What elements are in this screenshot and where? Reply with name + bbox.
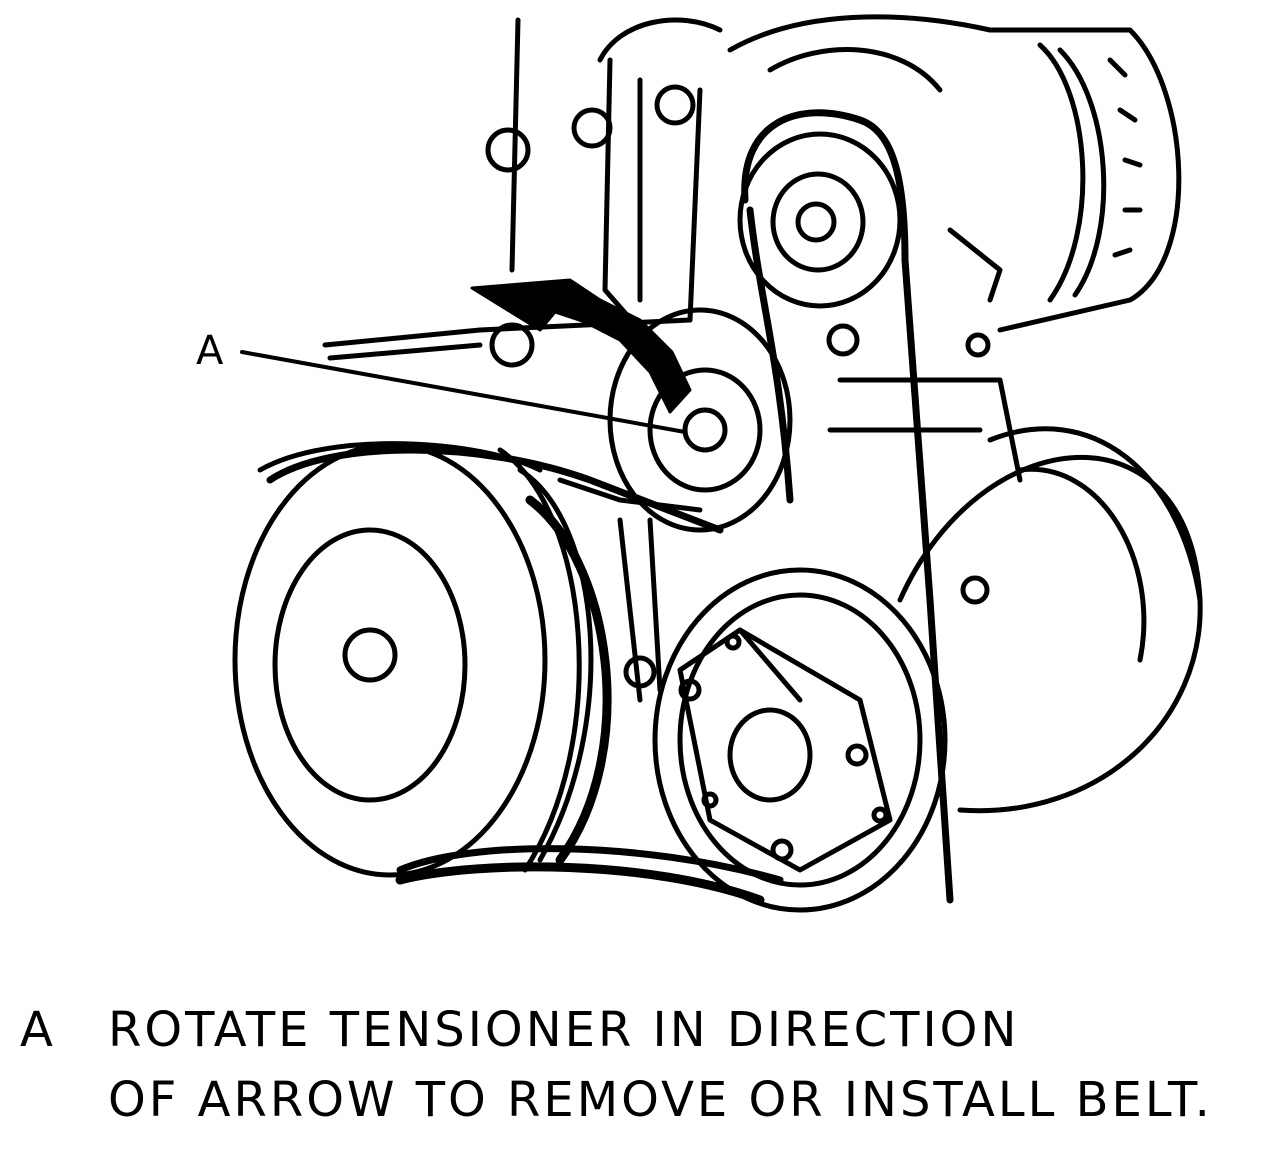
rotation-arrow (470, 278, 692, 414)
bolt-head (489, 322, 535, 368)
callout-label-a: A (196, 328, 224, 374)
bolt-heads (485, 84, 991, 689)
bolt-head (826, 323, 860, 357)
alternator-pulley-nut (795, 201, 837, 243)
bolt-head (485, 127, 531, 173)
bolt-head (571, 107, 613, 149)
legend-text-line-2: OF ARROW TO REMOVE OR INSTALL BELT. (108, 1072, 1213, 1128)
legend-key: A (20, 1002, 56, 1058)
crankshaft-pulley-bolt (342, 627, 398, 683)
alternator (727, 14, 1182, 333)
bolt-head (654, 84, 696, 126)
belt-routing-diagram (232, 14, 1203, 913)
bolt-head (623, 655, 657, 689)
callout-leader-line (240, 350, 687, 434)
bolt-head (965, 332, 991, 358)
ac-compressor-pulley (652, 567, 948, 913)
legend-text-line-1: ROTATE TENSIONER IN DIRECTION (108, 1002, 1020, 1058)
serpentine-belt (266, 109, 954, 905)
crankshaft-pulley (232, 441, 594, 878)
tensioner (322, 307, 793, 533)
alternator-pulley (737, 131, 903, 309)
tensioner-bolt (682, 407, 728, 453)
ac-compressor-body (897, 426, 1203, 814)
